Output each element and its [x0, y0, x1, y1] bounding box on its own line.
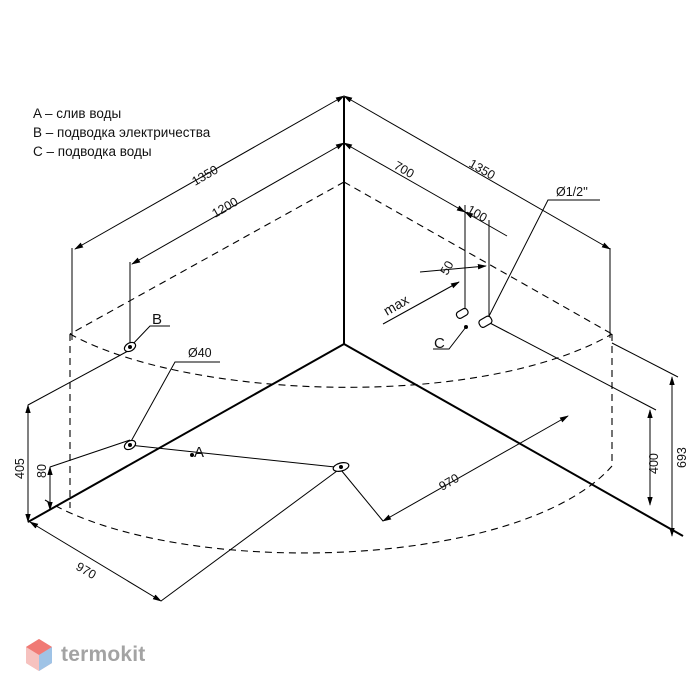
- dim-1200: 1200: [210, 195, 241, 221]
- pipe-diameter-label: Ø1/2'': [556, 185, 588, 199]
- dim-970-left: 970: [74, 559, 99, 582]
- fittings: [123, 307, 493, 472]
- tub-corner-edges: [27, 97, 684, 537]
- dim-80: 80: [35, 464, 49, 478]
- dim-400: 400: [647, 453, 661, 474]
- dim-693: 693: [675, 447, 689, 468]
- dim-1350-left: 1350: [190, 163, 221, 189]
- tub-rim-dashed: [44, 181, 613, 554]
- max-label: max: [381, 292, 412, 319]
- brand-name: termokit: [61, 643, 146, 666]
- fitting-dots: [128, 325, 468, 469]
- drain-dimension-lines: [29, 415, 569, 602]
- dim-700: 700: [392, 158, 417, 181]
- water-pipe-2: [478, 315, 493, 328]
- dim-405: 405: [13, 458, 27, 479]
- max-arrow: [382, 281, 460, 325]
- height-dimension-lines: [25, 321, 679, 537]
- dim-970-right: 970: [437, 471, 462, 494]
- dim-50: 50: [437, 258, 456, 277]
- hexagon-logo-icon: [26, 639, 52, 671]
- label-a: A: [194, 444, 204, 461]
- leader-lines: [128, 199, 600, 446]
- water-pipe-1: [455, 307, 469, 319]
- label-c: C: [434, 335, 445, 352]
- top-dimension-lines: [71, 95, 611, 345]
- dim-1350-right: 1350: [467, 156, 498, 182]
- brand-logo: termokit: [24, 638, 145, 672]
- dim-100: 100: [465, 202, 490, 225]
- label-b: B: [152, 311, 162, 328]
- drain-diameter-label: Ø40: [188, 346, 212, 360]
